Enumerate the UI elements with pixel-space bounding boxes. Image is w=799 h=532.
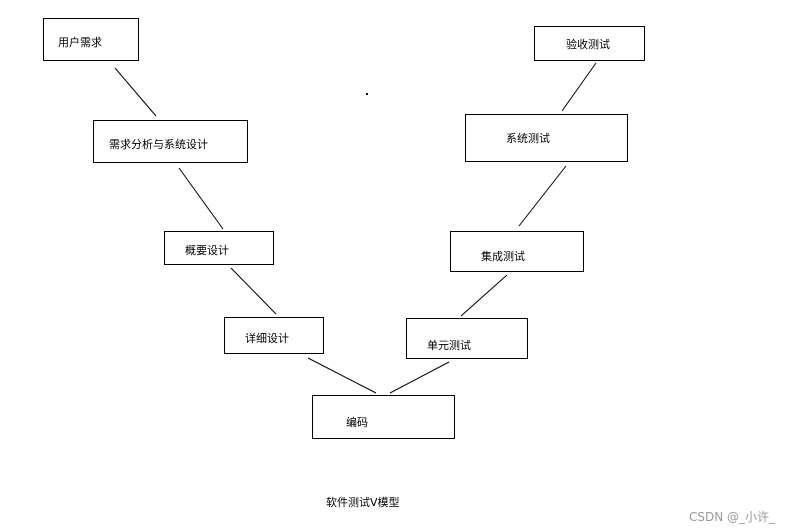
line-unit-to-integration	[460, 274, 508, 317]
line-detailed-to-coding	[307, 357, 377, 394]
node-label: 详细设计	[245, 332, 289, 345]
node-label: 编码	[346, 416, 368, 429]
node-label: 单元测试	[427, 339, 471, 352]
node-unit-testing: 单元测试	[406, 318, 528, 359]
node-label: 系统测试	[506, 132, 550, 145]
line-integration-to-system	[518, 165, 567, 227]
node-requirements-analysis: 需求分析与系统设计	[93, 120, 248, 163]
node-label: 概要设计	[185, 244, 229, 257]
node-system-testing: 系统测试	[465, 114, 628, 162]
node-user-requirements: 用户需求	[43, 18, 139, 61]
node-label: 集成测试	[481, 250, 525, 263]
csdn-watermark: CSDN @_小许_	[689, 510, 776, 524]
line-user-to-requirements	[114, 67, 157, 117]
node-coding: 编码	[312, 395, 455, 439]
node-label: 需求分析与系统设计	[109, 138, 208, 151]
line-coding-to-unit	[389, 361, 450, 394]
node-acceptance-testing: 验收测试	[534, 26, 645, 61]
line-requirements-to-overview	[178, 167, 224, 230]
diagram-caption: 软件测试V模型	[326, 496, 400, 509]
node-label: 验收测试	[566, 38, 610, 51]
line-system-to-acceptance	[561, 62, 597, 112]
stray-dot	[366, 93, 368, 95]
node-integration-testing: 集成测试	[450, 231, 584, 272]
node-overview-design: 概要设计	[164, 231, 274, 265]
node-detailed-design: 详细设计	[224, 317, 324, 354]
line-overview-to-detailed	[230, 267, 277, 315]
node-label: 用户需求	[58, 36, 102, 49]
